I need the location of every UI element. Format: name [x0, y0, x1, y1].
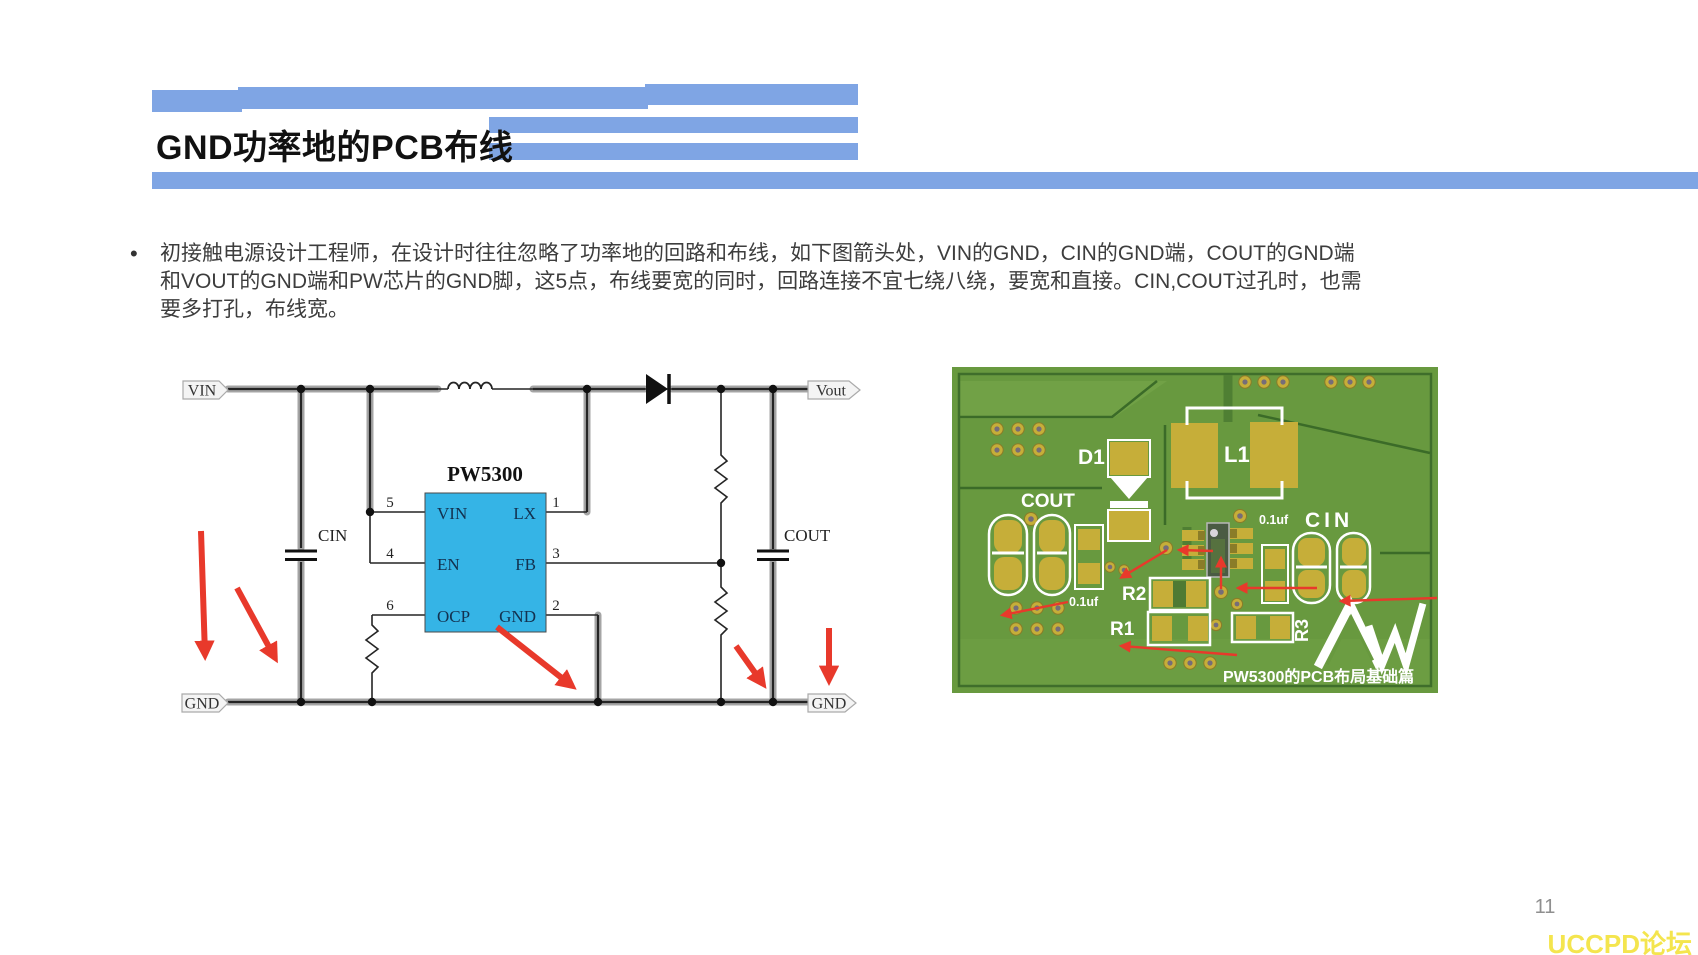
pin-number-1: 1	[552, 495, 560, 511]
title-decoration-bar-top-mid	[238, 87, 648, 109]
pin-number-4: 4	[386, 546, 394, 562]
l1-label: L1	[1224, 442, 1250, 467]
vin-net-label: VIN	[188, 383, 217, 400]
cout-label: COUT	[784, 526, 831, 545]
red-arrow-icon	[999, 600, 1069, 620]
pw5300-chip-body	[424, 492, 547, 633]
red-arrow-icon	[1119, 548, 1168, 579]
pin-number-2: 2	[552, 598, 560, 614]
gnd-left-flag	[181, 693, 229, 713]
bullet-paragraph: • 初接触电源设计工程师，在设计时往往忽略了功率地的回路和布线，如下图箭头处，V…	[130, 240, 1590, 324]
pcb-component-cin	[1261, 531, 1372, 605]
d1-label: D1	[1078, 446, 1105, 469]
cap-right-value-label: 0.1uf	[1259, 513, 1289, 527]
cout-silkscreen-label: COUT	[1021, 491, 1075, 512]
vout-net-label: Vout	[816, 383, 846, 400]
pin-label-fb: FB	[515, 555, 536, 574]
cap-left-value-label: 0.1uf	[1069, 595, 1099, 609]
bullet-line-1: 初接触电源设计工程师，在设计时往往忽略了功率地的回路和布线，如下图箭头处，VIN…	[160, 242, 1355, 265]
pcb-component-cout	[987, 513, 1072, 597]
r2-label: R2	[1122, 584, 1146, 605]
pcb-caption: PW5300的PCB布局基础篇	[1223, 667, 1414, 686]
bullet-line-3: 要多打孔，布线宽。	[160, 298, 349, 321]
gnd-right-flag	[807, 693, 857, 713]
cin-label: CIN	[318, 526, 347, 545]
red-arrow-icon	[1338, 594, 1438, 607]
gnd-right-net-label: GND	[812, 696, 847, 713]
red-arrow-icon	[1118, 640, 1238, 657]
capacitor-symbols	[285, 549, 789, 561]
gnd-emphasis-arrows	[194, 530, 840, 690]
junction-dots	[296, 384, 778, 707]
copper-pour-region	[960, 381, 1167, 419]
bullet-text: 初接触电源设计工程师，在设计时往往忽略了功率地的回路和布线，如下图箭头处，VIN…	[160, 240, 1590, 324]
pcb-component-r3	[1230, 611, 1295, 644]
inductor-symbol	[447, 381, 493, 390]
title-decoration-bar-wide	[152, 172, 1698, 189]
page-title: GND功率地的PCB布线	[156, 129, 514, 167]
red-arrow-icon	[733, 644, 767, 689]
diode-symbol	[646, 374, 671, 404]
title-decoration-bar-top-left	[152, 90, 242, 112]
schematic-diagram: VIN Vout GND GND PW5300 VIN EN OCP LX FB…	[181, 374, 861, 713]
red-arrow-icon	[234, 586, 278, 664]
schematic-wires	[228, 381, 808, 704]
pcb-annotation-arrows	[999, 544, 1438, 657]
pin-label-vin: VIN	[437, 504, 467, 523]
board-outline	[957, 372, 1433, 688]
pcb-component-cap-left	[1074, 524, 1104, 590]
title-decoration-bar-top-right	[645, 84, 858, 105]
cin-silkscreen-label: CIN	[1305, 509, 1353, 532]
title-decoration-bar-right-1	[489, 117, 858, 133]
pin-label-lx: LX	[513, 504, 536, 523]
bullet-line-2: 和VOUT的GND端和PW芯片的GND脚，这5点，布线要宽的同时，回路连接不宜七…	[160, 270, 1362, 293]
forum-watermark: UCCPD论坛	[1547, 929, 1692, 955]
gnd-left-net-label: GND	[185, 696, 220, 713]
pcb-layout-image: D1 L1 COUT 0.1uf	[952, 367, 1438, 693]
pcb-component-r1	[1146, 610, 1212, 647]
net-flags	[181, 380, 861, 713]
pcb-component-d1	[1107, 439, 1151, 542]
pin-label-gnd: GND	[499, 607, 536, 626]
vout-flag	[807, 380, 861, 400]
resistor-ocp	[364, 615, 380, 702]
red-arrow-icon	[1176, 544, 1214, 557]
vin-flag	[182, 380, 229, 400]
red-arrow-icon	[194, 530, 215, 661]
page-number: 11	[1534, 896, 1556, 918]
pin-label-en: EN	[437, 555, 460, 574]
pin-number-5: 5	[386, 495, 394, 511]
pcb-component-l1	[1171, 406, 1298, 500]
chip-name-label: PW5300	[447, 462, 523, 486]
feedback-divider	[713, 389, 729, 702]
pcb-component-r2	[1148, 576, 1212, 612]
pin-label-ocp: OCP	[437, 607, 470, 626]
r1-label: R1	[1110, 619, 1135, 640]
bullet-marker: •	[130, 241, 138, 266]
red-arrow-icon	[495, 624, 577, 690]
pin-number-6: 6	[386, 598, 394, 614]
pin-number-3: 3	[552, 546, 560, 562]
title-decoration-bar-right-2	[489, 143, 858, 160]
r3-label: R3	[1292, 619, 1312, 642]
